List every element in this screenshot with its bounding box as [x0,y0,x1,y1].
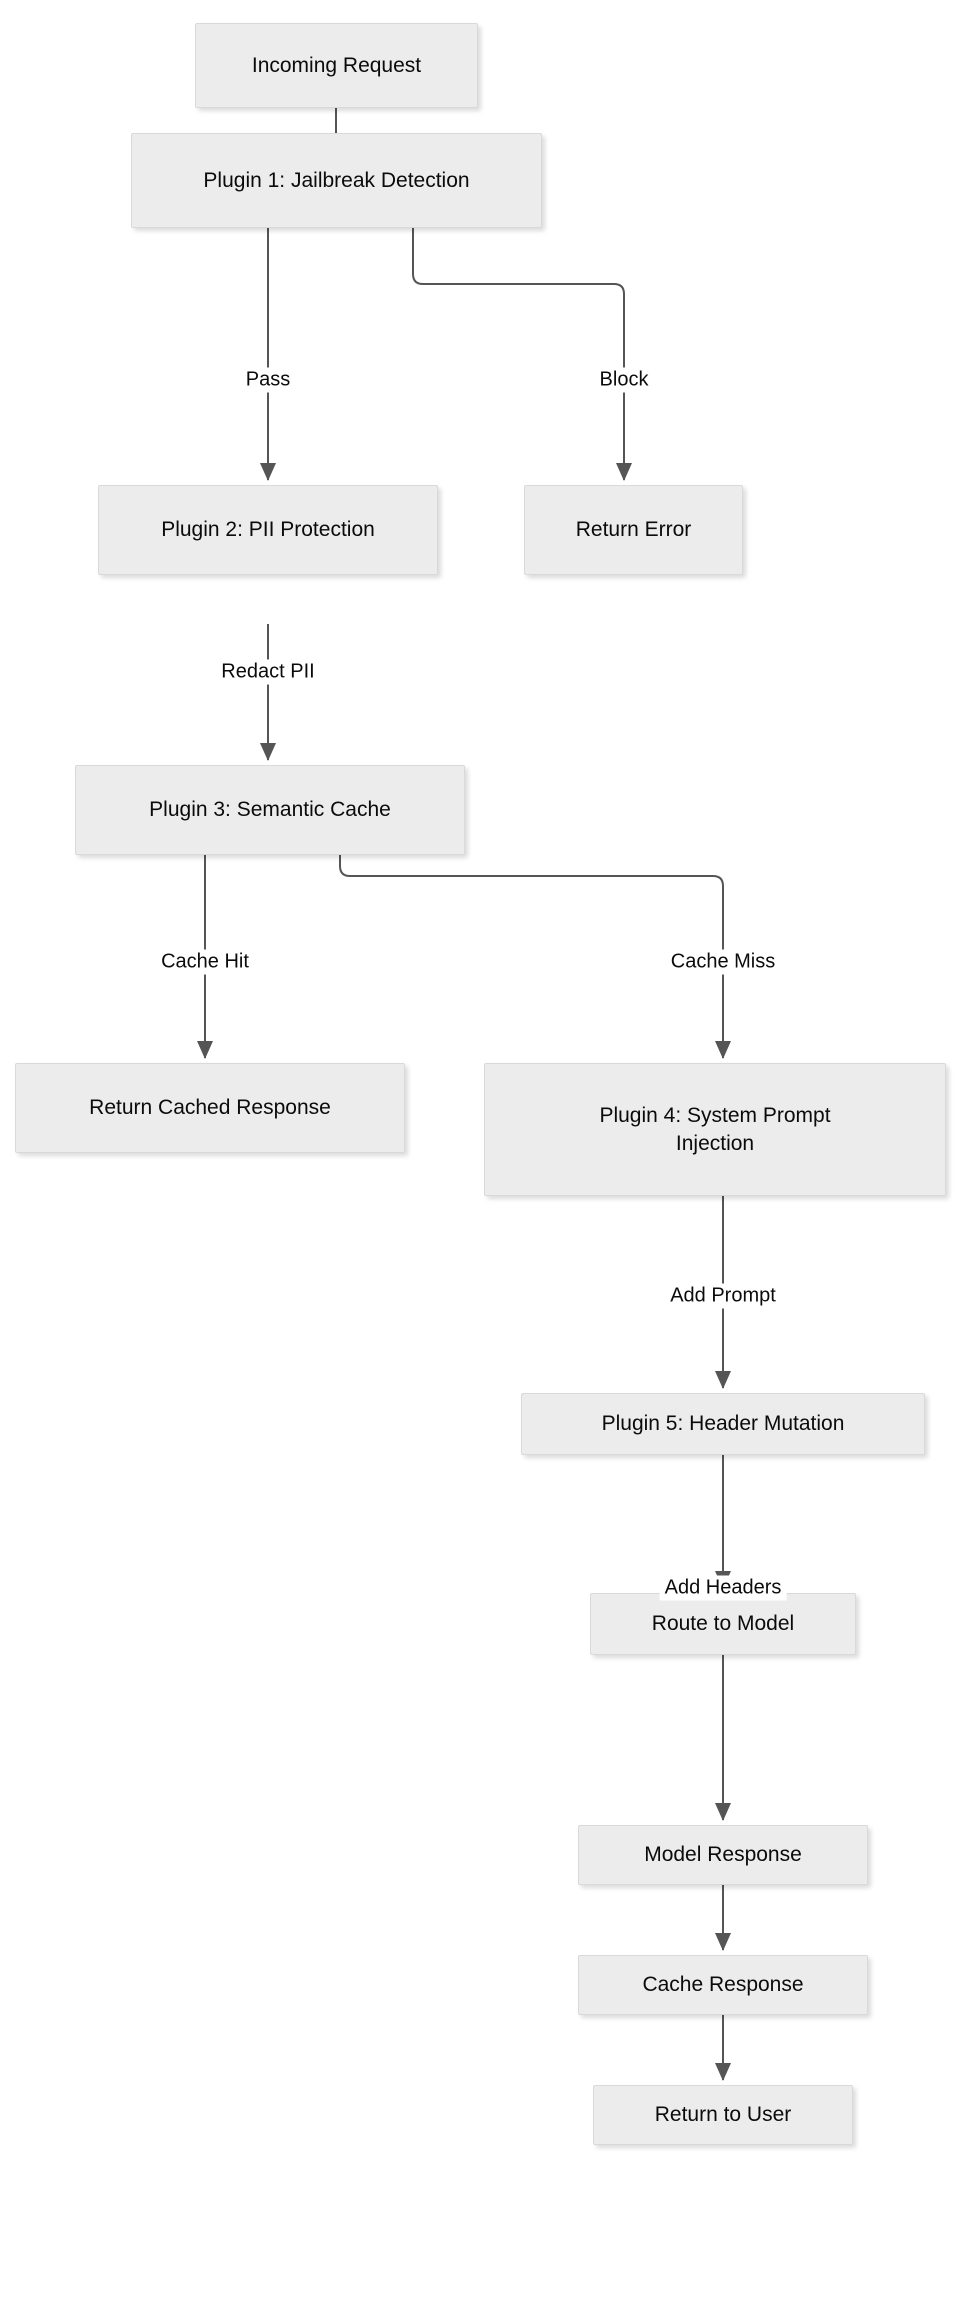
node-plugin2-pii-protection[interactable]: Plugin 2: PII Protection [98,485,438,575]
node-label: Return Cached Response [89,1096,331,1120]
edge-label-add-headers: Add Headers [659,1575,787,1601]
node-label: Plugin 1: Jailbreak Detection [203,168,470,192]
node-label: Plugin 3: Semantic Cache [149,798,391,822]
node-cache-response[interactable]: Cache Response [578,1955,868,2015]
node-label: Return to User [654,2103,792,2127]
node-label: Plugin 5: Header Mutation [601,1412,845,1436]
edge-label-redact-pii: Redact PII [216,659,320,685]
edge-label-pass: Pass [240,367,296,393]
node-route-to-model[interactable]: Route to Model [590,1593,856,1655]
node-return-to-user[interactable]: Return to User [593,2085,853,2145]
node-label: Route to Model [651,1612,795,1636]
node-label: Plugin 2: PII Protection [161,518,375,542]
node-return-error[interactable]: Return Error [524,485,743,575]
edge-plugin3-to-plugin4 [339,822,731,1059]
node-label: Model Response [644,1843,802,1867]
node-label-line2: Injection [675,1131,755,1155]
node-plugin3-semantic-cache[interactable]: Plugin 3: Semantic Cache [75,765,465,855]
node-incoming-request[interactable]: Incoming Request [195,23,478,108]
node-plugin1-jailbreak-detection[interactable]: Plugin 1: Jailbreak Detection [131,133,542,228]
edge-label-cache-hit: Cache Hit [156,949,254,975]
node-label-line1: Plugin 4: System Prompt [599,1103,831,1127]
node-model-response[interactable]: Model Response [578,1825,868,1885]
edge-label-add-prompt: Add Prompt [665,1283,781,1309]
edge-label-cache-miss: Cache Miss [665,949,781,975]
node-label: Return Error [575,518,692,542]
node-return-cached-response[interactable]: Return Cached Response [15,1063,405,1153]
node-plugin4-system-prompt-injection[interactable]: Plugin 4: System Prompt Injection [484,1063,946,1196]
edge-plugin1-to-return-error [412,228,632,481]
node-label: Cache Response [642,1973,804,1997]
node-label: Incoming Request [251,53,422,77]
edge-label-block: Block [594,367,654,393]
node-plugin5-header-mutation[interactable]: Plugin 5: Header Mutation [521,1393,925,1455]
